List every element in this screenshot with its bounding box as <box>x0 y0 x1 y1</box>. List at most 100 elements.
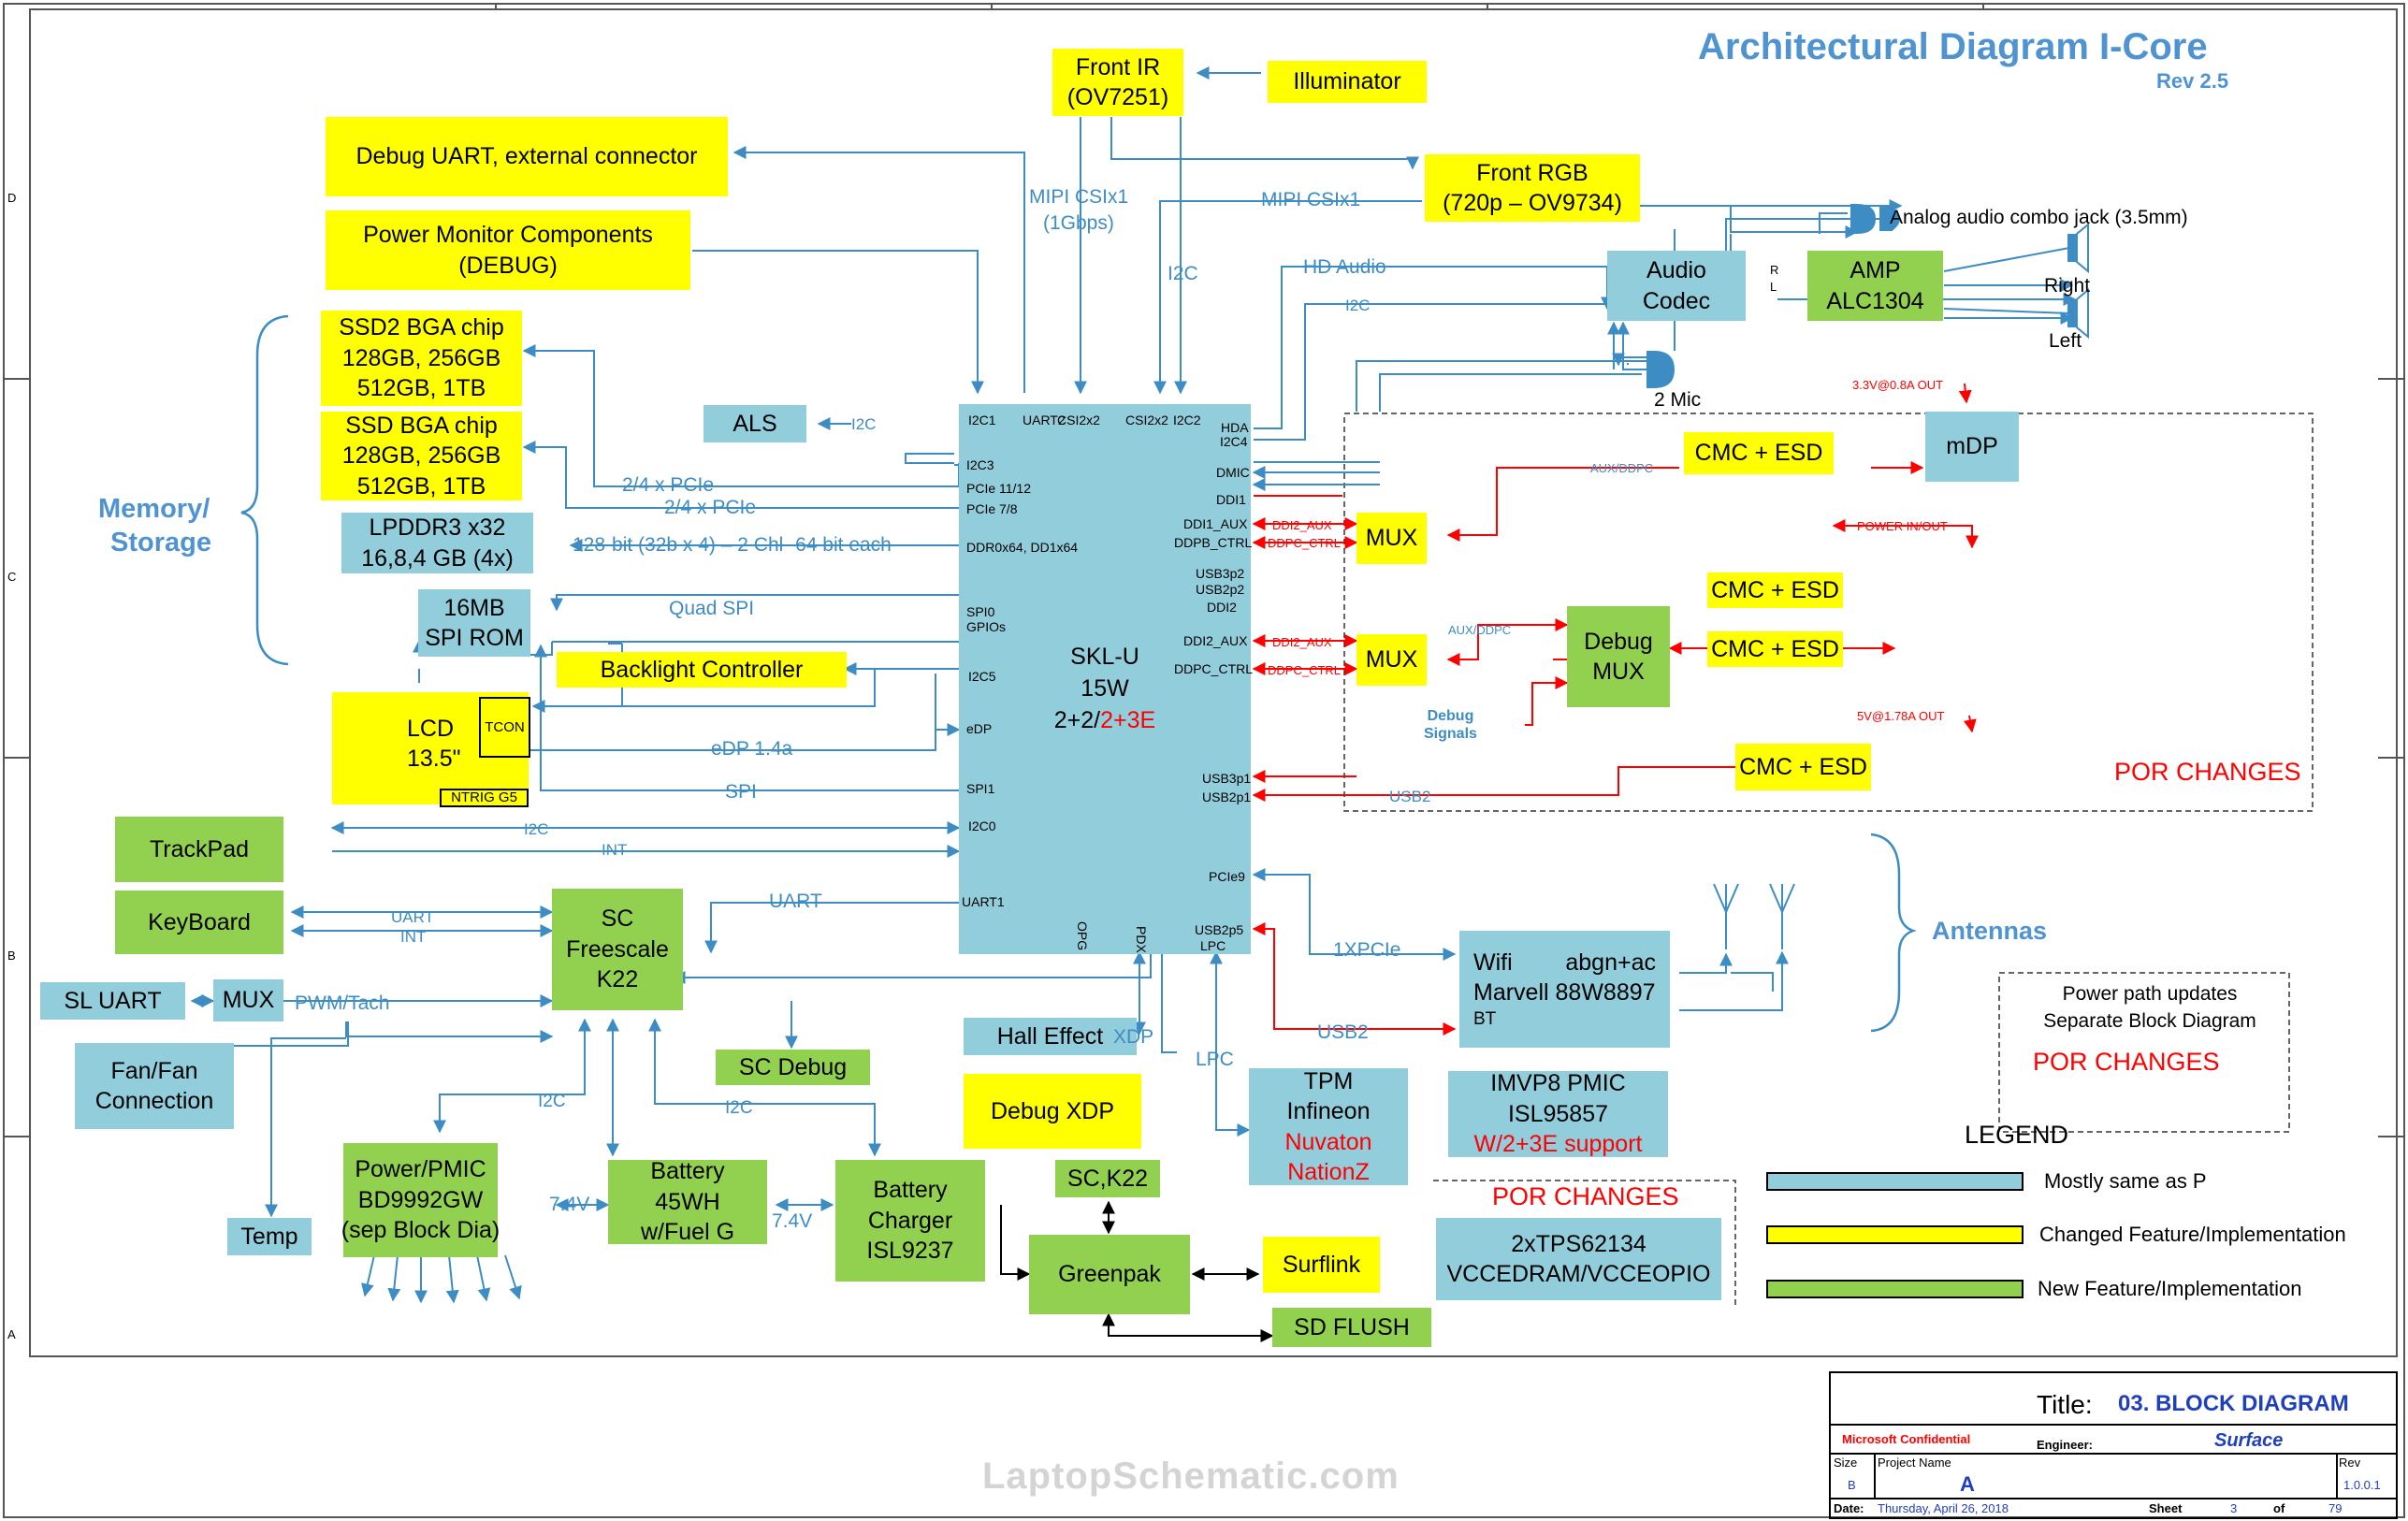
pin-i2c3: I2C3 <box>966 457 994 472</box>
label-pwm-tach: PWM/Tach <box>295 992 390 1014</box>
border-letter-b: B <box>7 949 16 963</box>
label-r-channel: R <box>1770 263 1779 277</box>
tb-of-value: 79 <box>2328 1501 2343 1515</box>
legend-swatch-new <box>1766 1280 2024 1298</box>
label-als-i2c: I2C <box>851 415 877 433</box>
pin-pcie-7-8: PCIe 7/8 <box>966 501 1018 516</box>
label-lpc: LPC <box>1196 1049 1234 1070</box>
label-mipi-csix1-ir: MIPI CSIx1 <box>1029 186 1129 208</box>
pin-dmic: DMIC <box>1216 465 1250 480</box>
legend-label-mostly-same: Mostly same as P <box>2044 1169 2207 1193</box>
pin-pdx: PDX <box>1134 926 1149 953</box>
label-edp: eDP 1.4a <box>711 738 793 760</box>
mux-left: MUX <box>213 979 283 1021</box>
pin-ddi2: DDI2 <box>1207 600 1237 615</box>
pin-i2c2: I2C2 <box>1173 413 1201 427</box>
mux-display-2: MUX <box>1356 634 1427 686</box>
label-right-speaker: Right <box>2044 275 2091 297</box>
cpu-power: 15W <box>1081 674 1129 702</box>
tb-of-label: of <box>2273 1501 2285 1515</box>
label-mipi-csix1-rgb: MIPI CSIx1 <box>1261 189 1361 210</box>
pin-pcie9: PCIe9 <box>1209 869 1245 884</box>
temp-sensor: Temp <box>227 1218 312 1255</box>
pin-usb3p2: USB3p2 <box>1196 566 1245 581</box>
pin-ddi1-aux: DDI1_AUX <box>1183 516 1248 531</box>
label-ddi2-aux-b: DDI2_AUX <box>1272 635 1332 649</box>
label-l-channel: L <box>1770 280 1777 294</box>
label-i2c-audio: I2C <box>1345 297 1371 314</box>
label-por-changes-1: POR CHANGES <box>2114 758 2301 786</box>
tb-project-label: Project Name <box>1878 1456 1951 1470</box>
tb-title-value: 03. BLOCK DIAGRAM <box>2118 1391 2349 1416</box>
label-antennas: Antennas <box>1932 917 2048 945</box>
cmc-esd-mdp: CMC + ESD <box>1684 432 1834 474</box>
tb-date-value: Thursday, April 26, 2018 <box>1878 1501 2009 1515</box>
debug-uart-connector: Debug UART, external connector <box>326 117 728 196</box>
pin-usb3p1: USB3p1 <box>1202 771 1252 786</box>
pin-spi1: SPI1 <box>966 781 995 796</box>
sl-uart: SL UART <box>40 982 185 1020</box>
hall-effect-sensor: Hall Effect <box>964 1018 1137 1055</box>
sc-debug: SC Debug <box>716 1050 870 1085</box>
pin-edp: eDP <box>966 721 993 736</box>
tb-title-label: Title: <box>2037 1390 2093 1419</box>
label-storage: Storage <box>110 528 211 558</box>
legend-swatch-changed <box>1766 1225 2024 1244</box>
legend-title: LEGEND <box>1965 1121 2069 1149</box>
tb-rev-label: Rev <box>2339 1456 2361 1470</box>
pin-gpios: GPIOs <box>966 619 1007 634</box>
label-mipi-speed: (1Gbps) <box>1043 212 1114 234</box>
label-usb2-wifi: USB2 <box>1317 1021 1369 1043</box>
tb-size-label: Size <box>1834 1456 1858 1470</box>
label-7v4-a: 7.4V <box>549 1194 590 1215</box>
greenpak: Greenpak <box>1029 1235 1190 1314</box>
pin-csi2x2-b: CSI2x2 <box>1125 413 1168 427</box>
label-i2c-camera: I2C <box>1168 263 1198 284</box>
cpu-name: SKL-U <box>1070 644 1139 670</box>
front-rgb-camera: Front RGB(720p – OV9734) <box>1425 154 1640 222</box>
pin-hda: HDA <box>1221 420 1249 435</box>
label-memory: Memory/ <box>98 494 210 524</box>
tcon: TCON <box>479 697 530 758</box>
label-1xpcie: 1XPCIe <box>1333 939 1401 961</box>
pin-csi2x2-a: CSI2x2 <box>1057 413 1100 427</box>
surflink: Surflink <box>1263 1237 1380 1293</box>
label-uart-sc: UART <box>769 891 822 912</box>
label-hd-audio: HD Audio <box>1303 256 1386 278</box>
tb-sheet-value: 3 <box>2230 1501 2238 1515</box>
pin-uart1: UART1 <box>962 894 1005 909</box>
label-uart-keyboard: UART <box>391 908 434 926</box>
label-i2c-pmic: I2C <box>538 1092 566 1111</box>
label-i2c-charger: I2C <box>725 1098 753 1118</box>
keyboard: KeyBoard <box>115 891 283 954</box>
pin-usb2p1: USB2p1 <box>1202 789 1252 804</box>
legend-swatch-mostly-same <box>1766 1172 2024 1191</box>
legend-label-changed: Changed Feature/Implementation <box>2039 1223 2346 1246</box>
label-two-mic: 2 Mic <box>1654 389 1702 411</box>
pin-ddi2-aux: DDI2_AUX <box>1183 633 1248 648</box>
pin-pcie-11-12: PCIe 11/12 <box>966 481 1032 496</box>
diagram-title: Architectural Diagram I-Core <box>1698 26 2208 67</box>
label-analog-jack: Analog audio combo jack (3.5mm) <box>1890 207 2188 228</box>
pin-i2c4: I2C4 <box>1220 434 1248 449</box>
sd-flush: SD FLUSH <box>1272 1308 1431 1347</box>
tb-engineer-value: Surface <box>2214 1430 2284 1451</box>
label-usb2-por: USB2 <box>1389 788 1431 805</box>
tb-sheet-label: Sheet <box>2149 1501 2183 1515</box>
label-ddpc-ctrl-a: DDPC_CTRL <box>1268 536 1342 550</box>
pin-usb2p2: USB2p2 <box>1196 582 1245 597</box>
pin-i2c1: I2C1 <box>968 413 996 427</box>
